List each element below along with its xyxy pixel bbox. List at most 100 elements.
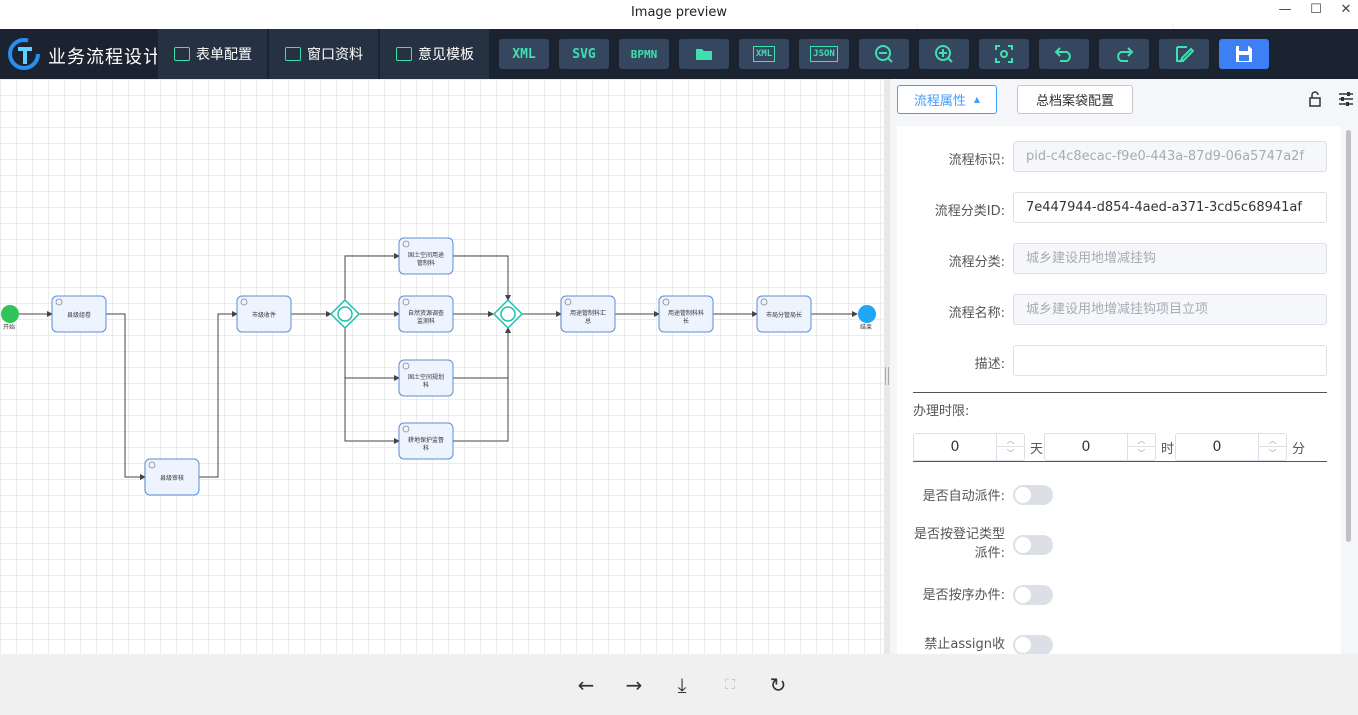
process-name-label: 流程名称: bbox=[948, 306, 1005, 321]
download-icon[interactable]: ⤓ bbox=[677, 673, 687, 697]
parallel-gateway-split[interactable] bbox=[329, 298, 361, 330]
fit-view-button[interactable] bbox=[979, 39, 1029, 69]
forbid-assign-label: 禁止assign收 bbox=[924, 637, 1005, 652]
app-logo-icon bbox=[8, 38, 40, 70]
end-event-label: 结束 bbox=[860, 323, 872, 331]
user-task[interactable]: 县级审核 bbox=[144, 458, 200, 496]
open-file-button[interactable] bbox=[679, 39, 729, 69]
process-properties-form: 流程标识: pid-c4c8ecac-f9e0-443a-87d9-06a574… bbox=[897, 126, 1341, 654]
undo-button[interactable] bbox=[1039, 39, 1089, 69]
parallel-gateway-join[interactable] bbox=[492, 298, 524, 330]
zoom-out-button[interactable] bbox=[859, 39, 909, 69]
start-event[interactable] bbox=[1, 305, 19, 323]
user-task[interactable]: 市局分管局长 bbox=[756, 295, 812, 333]
auto-dispatch-switch[interactable] bbox=[1013, 485, 1053, 505]
divider bbox=[913, 392, 1327, 393]
user-icon bbox=[55, 298, 63, 306]
user-task[interactable]: 市级收件 bbox=[236, 295, 292, 333]
user-icon bbox=[402, 298, 410, 306]
window-title: Image preview bbox=[630, 5, 728, 20]
tab-process-properties[interactable]: 流程属性 ▲ bbox=[897, 85, 997, 114]
process-id-label: 流程标识: bbox=[948, 153, 1005, 168]
properties-panel: 流程属性 ▲ 总档案袋配置 流程标识: pid-c4c8ecac-f9e0-44… bbox=[890, 79, 1358, 654]
category-id-input[interactable]: 7e447944-d854-4aed-a371-3cd5c68941af bbox=[1013, 192, 1327, 223]
save-button[interactable] bbox=[1219, 39, 1269, 69]
maximize-icon[interactable]: ☐ bbox=[1310, 2, 1322, 17]
user-task-label: 科 bbox=[423, 444, 429, 452]
zoom-in-button[interactable] bbox=[919, 39, 969, 69]
day-unit: 天 bbox=[1030, 442, 1044, 457]
end-event[interactable] bbox=[858, 305, 876, 323]
export-xml-button[interactable]: XML bbox=[499, 39, 549, 69]
tab-label: 意见模板 bbox=[418, 47, 474, 63]
unlock-icon[interactable] bbox=[1308, 91, 1322, 107]
user-task-label: 县级审核 bbox=[160, 474, 184, 482]
tab-label: 表单配置 bbox=[196, 47, 252, 63]
chevron-up-icon[interactable]: ︿ bbox=[1128, 434, 1155, 447]
fit-view-icon bbox=[995, 45, 1013, 63]
user-task[interactable]: 县级组卷 bbox=[51, 295, 107, 333]
tab-window-docs[interactable]: 窗口资料 bbox=[268, 29, 378, 79]
tab-label: 总档案袋配置 bbox=[1035, 94, 1114, 109]
process-id-input[interactable]: pid-c4c8ecac-f9e0-443a-87d9-06a5747a2f bbox=[1013, 141, 1327, 172]
chevron-down-icon[interactable]: ﹀ bbox=[1006, 449, 1015, 458]
tab-opinion-template[interactable]: 意见模板 bbox=[379, 29, 489, 79]
bpmn-diagram[interactable]: 开始 结束 县级组卷县级审核市级收件国土空间用途管制科自然资源调查监测科国土空间… bbox=[0, 79, 884, 654]
app-toolbar: 业务流程设计 表单配置 窗口资料 意见模板 XML SVG BPMN XML J… bbox=[0, 29, 1358, 79]
bpmn-text-icon: BPMN bbox=[630, 47, 658, 61]
preview-xml-button[interactable]: XML bbox=[739, 39, 789, 69]
process-name-input[interactable]: 城乡建设用地增减挂钩项目立项 bbox=[1013, 294, 1327, 325]
settings-sliders-icon[interactable] bbox=[1338, 91, 1354, 107]
xml-file-icon: XML bbox=[752, 46, 776, 62]
next-arrow-icon[interactable]: → bbox=[625, 673, 643, 697]
viewer-bottombar: ← → ⤓ ⛶ ↻ bbox=[0, 654, 1358, 715]
folder-open-icon bbox=[696, 49, 712, 60]
user-icon bbox=[148, 461, 156, 469]
tab-archive-config[interactable]: 总档案袋配置 bbox=[1017, 85, 1133, 114]
category-input[interactable]: 城乡建设用地增减挂钩 bbox=[1013, 243, 1327, 274]
rotate-icon[interactable]: ↻ bbox=[769, 673, 787, 697]
tab-form-config[interactable]: 表单配置 bbox=[157, 29, 267, 79]
preview-json-button[interactable]: JSON bbox=[799, 39, 849, 69]
minutes-stepper[interactable]: 0 ︿﹀ bbox=[1175, 433, 1287, 461]
template-icon bbox=[396, 47, 412, 61]
minute-unit: 分 bbox=[1292, 442, 1306, 457]
description-input[interactable] bbox=[1013, 345, 1327, 376]
minimize-icon[interactable]: — bbox=[1278, 2, 1292, 17]
fit-screen-icon[interactable]: ⛶ bbox=[725, 677, 735, 693]
time-limit-label: 办理时限: bbox=[913, 404, 970, 419]
edit-button[interactable] bbox=[1159, 39, 1209, 69]
user-task-label: 管制科 bbox=[417, 259, 435, 267]
previous-arrow-icon[interactable]: ← bbox=[577, 673, 595, 697]
dispatch-by-type-switch[interactable] bbox=[1013, 535, 1053, 555]
diagram-canvas[interactable]: 开始 结束 县级组卷县级审核市级收件国土空间用途管制科自然资源调查监测科国土空间… bbox=[0, 79, 884, 654]
days-stepper[interactable]: 0 ︿﹀ bbox=[913, 433, 1025, 461]
category-id-label: 流程分类ID: bbox=[934, 204, 1005, 219]
chevron-up-icon[interactable]: ︿ bbox=[997, 434, 1024, 447]
hours-stepper[interactable]: 0 ︿﹀ bbox=[1044, 433, 1156, 461]
user-task-label: 用途管制科科 bbox=[668, 309, 704, 317]
panel-splitter[interactable] bbox=[884, 79, 890, 654]
close-icon[interactable]: ✕ bbox=[1340, 2, 1352, 17]
sequential-switch[interactable] bbox=[1013, 585, 1053, 605]
forbid-assign-switch[interactable] bbox=[1013, 635, 1053, 654]
chevron-down-icon[interactable]: ﹀ bbox=[1137, 449, 1146, 458]
edit-icon bbox=[1176, 46, 1194, 63]
export-bpmn-button[interactable]: BPMN bbox=[619, 39, 669, 69]
user-task-label: 县级组卷 bbox=[67, 311, 91, 319]
redo-button[interactable] bbox=[1099, 39, 1149, 69]
chevron-down-icon[interactable]: ﹀ bbox=[1268, 449, 1277, 458]
panel-scrollbar[interactable] bbox=[1346, 130, 1351, 542]
user-task-label: 自然资源调查 bbox=[408, 309, 444, 317]
chevron-up-icon[interactable]: ︿ bbox=[1259, 434, 1286, 447]
app-title: 业务流程设计 bbox=[48, 47, 162, 68]
svg-text-icon: SVG bbox=[572, 46, 596, 62]
export-svg-button[interactable]: SVG bbox=[559, 39, 609, 69]
